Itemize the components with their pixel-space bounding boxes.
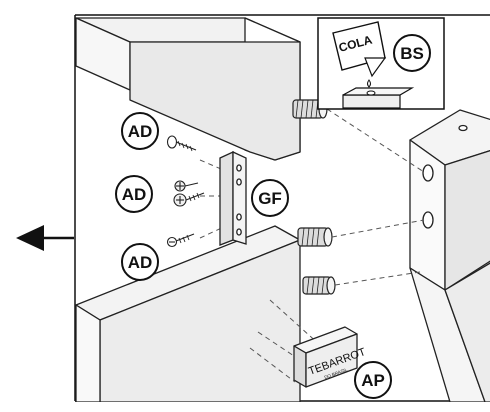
- dowel-bottom: [302, 276, 336, 295]
- screw-top: [166, 135, 197, 152]
- screw-middle: [173, 180, 205, 207]
- table-leg: [409, 109, 490, 402]
- callout-ad-top-label: AD: [128, 122, 153, 141]
- callout-gf-label: GF: [258, 189, 282, 208]
- dowel-top: [292, 99, 328, 119]
- screw-bottom: [166, 233, 195, 248]
- callout-ad-middle: AD: [115, 175, 153, 213]
- callout-ap-label: AP: [361, 371, 385, 390]
- callout-ad-top: AD: [121, 112, 159, 150]
- brand-plate: TEBARROT DO BRASIL: [293, 326, 368, 388]
- callout-gf: GF: [251, 179, 289, 217]
- callout-ad-middle-label: AD: [122, 185, 147, 204]
- arrow-left-icon: [16, 225, 74, 251]
- metal-bracket: [219, 150, 247, 246]
- callout-ad-bottom: AD: [121, 243, 159, 281]
- lower-rail: [75, 225, 301, 402]
- callout-ad-bottom-label: AD: [128, 253, 153, 272]
- callout-bs: BS: [393, 34, 431, 72]
- callout-bs-label: BS: [400, 44, 424, 63]
- dowel-middle: [297, 227, 333, 247]
- alignment-guides: [199, 108, 425, 383]
- callout-ap: AP: [354, 361, 392, 399]
- upper-rail: [75, 17, 301, 161]
